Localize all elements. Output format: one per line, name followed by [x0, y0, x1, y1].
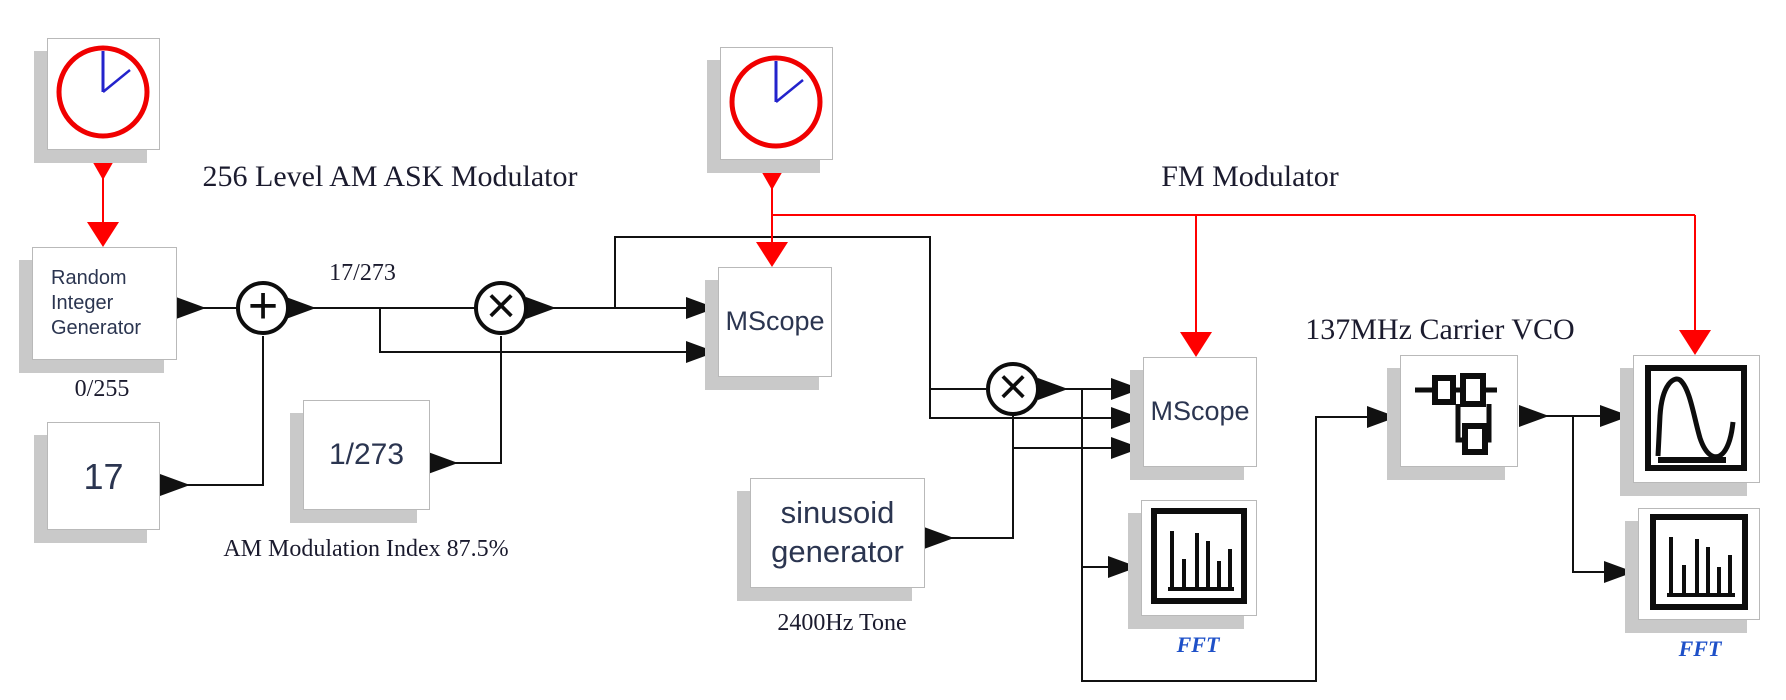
constant-17-block[interactable]: 17	[47, 422, 160, 530]
clock-icon	[56, 45, 150, 139]
plus-icon: +	[247, 277, 279, 335]
product1-block[interactable]: ×	[474, 277, 528, 335]
product2-block[interactable]: ×	[986, 358, 1040, 416]
fft1-scope-block[interactable]	[1141, 500, 1257, 616]
spectrum-bars-icon	[1650, 514, 1748, 610]
wire-tap-to-mscope2-in3	[1013, 437, 1141, 459]
wire-product1-to-mscope1-in1	[526, 297, 716, 319]
tone-label: 2400Hz Tone	[777, 610, 907, 636]
rig-label-line1: Random	[51, 267, 127, 289]
random-integer-generator-block[interactable]: Random Integer Generator	[32, 247, 177, 360]
wire-clock2-distribution	[756, 162, 1711, 357]
sum-output-value-label: 17/273	[329, 260, 396, 286]
sine-wave-icon	[1645, 365, 1747, 471]
sinusoid-label-line2: generator	[771, 534, 904, 569]
fft2-label: FFT	[1678, 636, 1722, 661]
gain-1-273-block[interactable]: 1/273	[303, 400, 430, 510]
spectrum-bars-icon	[1151, 508, 1247, 604]
wire-branch-to-mscope1-in2	[379, 308, 716, 363]
wire-product2-to-mscope2-in1	[1038, 378, 1141, 400]
mscope2-label: MScope	[1150, 396, 1250, 427]
gain-label: 1/273	[328, 438, 405, 472]
wire-branch-to-fft2	[1572, 416, 1634, 583]
sum-block[interactable]: +	[236, 277, 290, 335]
sinusoid-label-line1: sinusoid	[780, 495, 895, 531]
wire-sum-to-product1	[286, 297, 475, 319]
vco-circuit-icon	[1415, 373, 1497, 455]
wire-tap-to-fft1	[1082, 556, 1138, 578]
sine-scope-block[interactable]	[1633, 355, 1760, 483]
mscope1-block[interactable]: MScope	[718, 267, 832, 377]
wire-constant17-to-sum	[160, 336, 264, 496]
clock-icon	[729, 55, 823, 149]
mscope2-block[interactable]: MScope	[1143, 357, 1257, 467]
wire-fm-signal-to-vco	[1081, 389, 1397, 682]
rig-range-label: 0/255	[74, 376, 130, 402]
multiply-icon: ×	[485, 277, 517, 335]
vco-title: 137MHz Carrier VCO	[1305, 313, 1575, 346]
sinusoid-generator-block[interactable]: sinusoid generator	[750, 478, 925, 588]
clock2-block[interactable]	[720, 47, 833, 160]
wire-clock1-to-rig	[87, 152, 119, 247]
fm-modulator-title: FM Modulator	[1161, 160, 1339, 193]
constant-17-label: 17	[83, 455, 124, 497]
rig-label-line3: Generator	[51, 317, 142, 339]
am-index-label: AM Modulation Index 87.5%	[223, 536, 509, 562]
fft1-label: FFT	[1176, 632, 1220, 657]
wire-sinusoid-to-product2	[924, 416, 1014, 549]
wire-vco-to-scope	[1519, 405, 1630, 427]
wire-rig-to-sum	[176, 297, 238, 319]
am-modulator-title: 256 Level AM ASK Modulator	[202, 160, 578, 193]
multiply-icon: ×	[997, 358, 1029, 416]
wire-am-branch-over-mscope1	[614, 236, 1141, 429]
rig-label-line2: Integer	[51, 292, 114, 314]
mscope1-label: MScope	[725, 306, 825, 337]
wire-gain-to-product1	[428, 336, 502, 474]
fft2-scope-block[interactable]	[1638, 508, 1760, 620]
vco-block[interactable]	[1400, 355, 1518, 467]
clock1-block[interactable]	[47, 38, 160, 150]
